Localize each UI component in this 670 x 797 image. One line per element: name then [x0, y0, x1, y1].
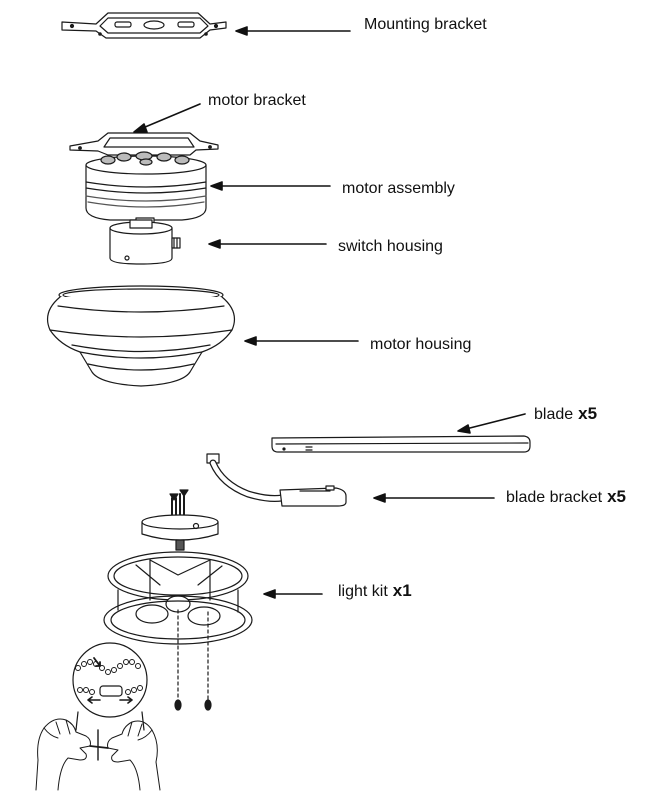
- label-switch-housing: switch housing: [338, 238, 443, 256]
- label-text: blade bracket: [506, 489, 603, 506]
- arrow-motor-assembly: [210, 181, 331, 191]
- label-text: Mounting bracket: [364, 16, 487, 33]
- label-text: light kit: [338, 583, 388, 600]
- label-motor-bracket: motor bracket: [208, 92, 306, 110]
- label-mounting-bracket: Mounting bracket: [364, 16, 487, 34]
- label-text: switch housing: [338, 238, 443, 255]
- motor-housing-illustration: [47, 285, 235, 387]
- arrow-blade: [457, 413, 526, 434]
- label-text: motor housing: [370, 336, 472, 353]
- label-text: motor bracket: [208, 92, 306, 109]
- hands-illustration: [35, 718, 161, 791]
- chain-connector-detail: [72, 642, 148, 731]
- mounting-bracket-illustration: [61, 12, 227, 39]
- label-motor-assembly: motor assembly: [342, 180, 455, 198]
- arrow-motor-bracket: [133, 103, 201, 133]
- arrow-motor-housing: [244, 336, 359, 346]
- light-kit-illustration: [103, 489, 253, 711]
- switch-housing-illustration: [109, 219, 181, 265]
- label-qty: x1: [392, 581, 412, 600]
- label-qty: x5: [607, 487, 626, 506]
- arrow-blade-bracket: [373, 493, 495, 503]
- motor-assembly-illustration: [85, 151, 207, 231]
- label-text: motor assembly: [342, 180, 455, 197]
- blade-bracket-illustration: [206, 453, 347, 507]
- arrow-light-kit: [263, 589, 323, 599]
- motor-bracket-illustration: [69, 132, 219, 156]
- label-qty: x5: [578, 404, 598, 423]
- arrow-switch-housing: [208, 239, 327, 249]
- label-motor-housing: motor housing: [370, 336, 471, 354]
- callout-arrows: [133, 26, 526, 599]
- arrow-mounting-bracket: [235, 26, 351, 36]
- label-text: blade: [534, 406, 574, 423]
- blade-illustration: [271, 435, 531, 453]
